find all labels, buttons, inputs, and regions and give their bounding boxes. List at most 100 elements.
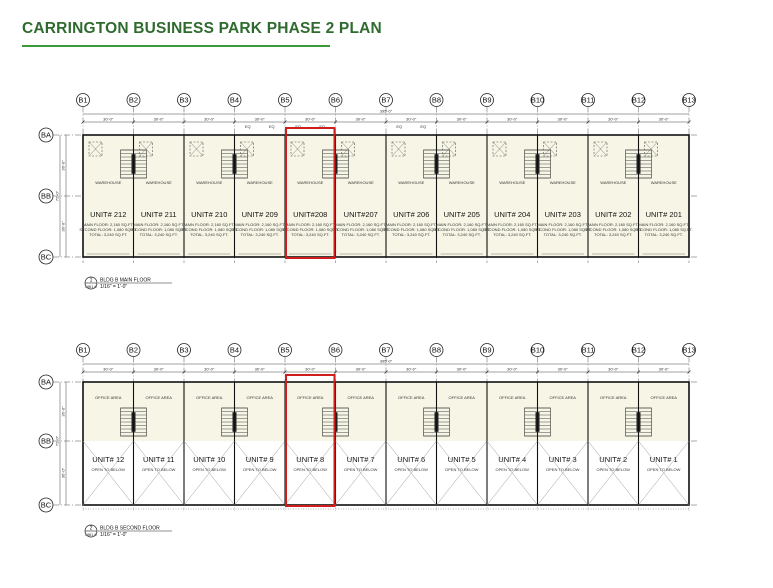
area-note: MAIN FLOOR: 2,160 SQ.FT. xyxy=(184,222,235,227)
room-label: OFFICE AREA xyxy=(651,395,678,400)
room-label: OFFICE AREA xyxy=(600,395,627,400)
unit-label: UNIT# 11 xyxy=(143,455,175,464)
area-note: TOTAL: 3,240 SQ.FT. xyxy=(89,232,127,237)
dimension-tick xyxy=(232,370,237,374)
area-note: MAIN FLOOR: 2,160 SQ.FT. xyxy=(386,222,437,227)
grid-column-label: B9 xyxy=(482,96,491,105)
room-label: WAREHOUSE xyxy=(196,180,222,185)
eq-label: EQ xyxy=(319,124,325,129)
room-label: WAREHOUSE xyxy=(499,180,525,185)
area-note: TOTAL: 3,240 SQ.FT. xyxy=(342,232,380,237)
grid-row-label: BA xyxy=(41,131,51,140)
open-diagonal xyxy=(82,440,134,506)
area-note: SECOND FLOOR: 1,080 SQ.FT. xyxy=(584,227,642,232)
skylight-box xyxy=(543,141,557,157)
highlighted-unit-frame xyxy=(285,127,336,259)
grid-column-label: B13 xyxy=(682,96,695,105)
unit-label: UNIT# 201 xyxy=(646,210,682,219)
open-diagonal xyxy=(486,440,538,506)
open-to-below-label: OPEN TO BELOW xyxy=(92,467,126,472)
open-diagonal xyxy=(385,440,437,506)
area-note: SECOND FLOOR: 1,080 SQ.FT. xyxy=(433,227,491,232)
dimension-tick xyxy=(283,120,287,124)
area-note: TOTAL: 3,240 SQ.FT. xyxy=(594,232,632,237)
bay-dimension: 30'-0" xyxy=(507,367,518,372)
room-label: WAREHOUSE xyxy=(600,180,626,185)
grid-row-label: BC xyxy=(41,501,52,510)
dimension-tick xyxy=(283,370,287,374)
bay-dimension: 30'-0" xyxy=(305,117,316,122)
unit-label: UNIT# 209 xyxy=(242,210,278,219)
unit-label: UNIT# 212 xyxy=(90,210,126,219)
unit-label: UNIT# 202 xyxy=(595,210,631,219)
grid-column-label: B4 xyxy=(230,346,239,355)
dimension-tick xyxy=(434,120,439,124)
dimension-tick xyxy=(81,370,85,374)
unit-label: UNIT# 3 xyxy=(549,455,577,464)
caption-title: BLDG B MAIN FLOOR xyxy=(100,278,151,284)
skylight-box xyxy=(644,141,658,157)
grid-row-label: BC xyxy=(41,253,52,262)
room-label: WAREHOUSE xyxy=(146,180,172,185)
dimension-tick xyxy=(535,370,540,374)
bay-dimension: 30'-0" xyxy=(305,367,316,372)
open-diagonal xyxy=(133,440,185,506)
area-note: SECOND FLOOR: 1,080 SQ.FT. xyxy=(635,227,693,232)
dimension-tick xyxy=(434,370,439,374)
area-note: SECOND FLOOR: 1,080 SQ.FT. xyxy=(180,227,238,232)
grid-column-label: B7 xyxy=(381,96,390,105)
area-note: MAIN FLOOR: 2,160 SQ.FT. xyxy=(487,222,538,227)
bay-dimension: 30'-0" xyxy=(204,117,215,122)
skylight-box xyxy=(341,141,355,157)
area-note: MAIN FLOOR: 2,160 SQ.FT. xyxy=(83,222,134,227)
skylight-box xyxy=(88,141,103,157)
grid-row-label: BB xyxy=(41,192,51,201)
dimension-tick xyxy=(586,120,590,124)
bay-dimension: 30'-0" xyxy=(457,367,468,372)
bay-dimension: 30'-0" xyxy=(103,367,114,372)
row-dimension: 36'-0" xyxy=(61,406,66,417)
row-dimension: 36'-0" xyxy=(61,467,66,478)
highlighted-unit-frame xyxy=(285,374,336,507)
dimension-tick xyxy=(636,370,641,374)
unit-label: UNIT# 203 xyxy=(545,210,581,219)
bay-dimension: 30'-0" xyxy=(356,367,367,372)
unit-label: UNIT# 5 xyxy=(448,455,476,464)
area-note: TOTAL: 3,240 SQ.FT. xyxy=(645,232,683,237)
open-to-below-label: OPEN TO BELOW xyxy=(344,467,378,472)
skylight-box xyxy=(240,141,254,157)
overall-dimension: 395'-0" xyxy=(380,109,393,114)
open-to-below-label: OPEN TO BELOW xyxy=(193,467,227,472)
skylight-cross xyxy=(442,141,456,157)
skylight-cross xyxy=(492,141,507,157)
open-diagonal xyxy=(436,440,488,506)
skylight-cross xyxy=(543,141,557,157)
unit-label: UNIT# 12 xyxy=(92,455,124,464)
skylight-box xyxy=(139,141,153,157)
grid-column-label: B8 xyxy=(432,346,441,355)
bay-dimension: 30'-0" xyxy=(406,367,417,372)
caption-scale: 1/16" = 1'-0" xyxy=(100,284,127,290)
skylight-cross xyxy=(139,141,153,157)
unit-label: UNIT# 7 xyxy=(347,455,375,464)
area-note: SECOND FLOOR: 1,080 SQ.FT. xyxy=(79,227,137,232)
bay-dimension: 30'-0" xyxy=(103,117,114,122)
area-note: SECOND FLOOR: 1,080 SQ.FT. xyxy=(281,227,339,232)
unit-label: UNIT# 211 xyxy=(141,210,177,219)
bay-dimension: 30'-0" xyxy=(255,117,266,122)
skylight-box xyxy=(290,141,305,157)
unit-label: UNIT# 1 xyxy=(650,455,678,464)
area-note: SECOND FLOOR: 1,080 SQ.FT. xyxy=(332,227,390,232)
skylight-cross xyxy=(189,141,204,157)
grid-column-label: B3 xyxy=(179,96,188,105)
unit-label: UNIT# 9 xyxy=(246,455,274,464)
dimension-tick xyxy=(586,370,590,374)
room-label: WAREHOUSE xyxy=(398,180,424,185)
unit-label: UNIT# 204 xyxy=(494,210,530,219)
room-label: OFFICE AREA xyxy=(499,395,526,400)
area-note: SECOND FLOOR: 1,080 SQ.FT. xyxy=(483,227,541,232)
dimension-tick xyxy=(232,120,237,124)
caption-scale: 1/16" = 1'-0" xyxy=(100,532,127,538)
